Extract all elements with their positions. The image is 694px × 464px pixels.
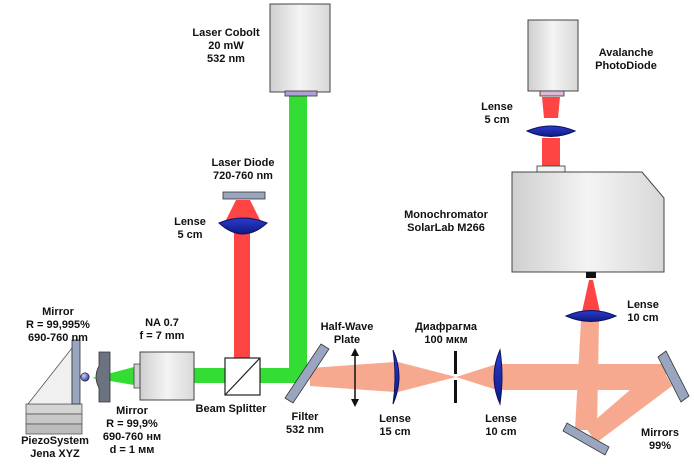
label-mirror-bottom-line-1: Mirror xyxy=(116,405,149,417)
label-lense-apd-line-2: 5 cm xyxy=(484,114,509,126)
label-na-line-2: f = 7 mm xyxy=(140,330,185,342)
salmon-beam-1 xyxy=(310,362,395,392)
cavity-mirror-curved xyxy=(95,351,111,403)
label-mirror-top-line-1: Mirror xyxy=(42,306,75,318)
piezo-stage-layer-3 xyxy=(25,423,83,435)
mono-input-slit xyxy=(536,165,566,173)
mono-output-slit xyxy=(586,272,596,278)
objective-tip xyxy=(133,363,141,389)
label-filter-line-2: 532 nm xyxy=(286,424,324,436)
diaphragm-lower xyxy=(454,380,457,403)
label-monochromator-line-1: Monochromator xyxy=(404,209,488,221)
label-lense-15-line-2: 15 cm xyxy=(379,426,410,438)
green-focus-cone xyxy=(92,367,134,385)
laser-cobolt-aperture xyxy=(284,90,318,97)
label-mirror-top-line-2: R = 99,995% xyxy=(26,319,90,331)
label-diafragma-line-1: Диафрагма xyxy=(415,321,478,333)
label-piezo-line-1: PiezoSystem xyxy=(21,435,89,447)
green-beam-vertical xyxy=(289,96,307,371)
label-filter-line-1: Filter xyxy=(292,411,320,423)
laser-diode-lens xyxy=(218,217,268,235)
filter-plate xyxy=(284,343,330,404)
label-laser-diode-line-2: 720-760 nm xyxy=(213,170,273,182)
apd-box xyxy=(527,19,579,92)
apd-aperture xyxy=(539,90,565,97)
label-lense-apd-line-1: Lense xyxy=(481,101,513,113)
label-laser-cobolt-line-1: Laser Cobolt xyxy=(192,27,260,39)
fold-mirror-bottom xyxy=(562,422,610,456)
label-avalanche-line-2: PhotoDiode xyxy=(595,60,657,72)
label-laser-cobolt-line-3: 532 nm xyxy=(207,53,245,65)
label-diafragma-line-2: 100 мкм xyxy=(424,334,467,346)
label-halfwave-line-1: Half-Wave xyxy=(321,321,374,333)
label-avalanche-line-1: Avalanche xyxy=(599,47,654,59)
label-mirror-bottom-line-2: R = 99,9% xyxy=(106,418,158,430)
label-monochromator-line-2: SolarLab M266 xyxy=(407,222,485,234)
monochromator-box xyxy=(511,171,665,273)
salmon-beam-5 xyxy=(586,364,672,443)
label-laser-cobolt-line-2: 20 mW xyxy=(208,40,244,52)
apd-lens xyxy=(525,125,577,137)
label-lense-15-line-1: Lense xyxy=(379,413,411,425)
fold-mirror-right xyxy=(657,350,690,403)
laser-cobolt-box xyxy=(269,3,331,93)
red-mono-cone xyxy=(582,280,600,312)
lens-10cm xyxy=(493,348,503,406)
salmon-beam-3 xyxy=(456,364,497,390)
label-lense-left-line-1: Lense xyxy=(174,216,206,228)
red-diode-beam xyxy=(234,230,250,358)
salmon-beam-6 xyxy=(575,320,599,430)
label-mirror-top-line-3: 690-760 nm xyxy=(28,332,88,344)
label-mirror-bottom-line-4: d = 1 мм xyxy=(110,444,155,456)
label-laser-diode-line-1: Laser Diode xyxy=(212,157,275,169)
piezo-stage-layer-1 xyxy=(25,403,83,415)
salmon-beam-2 xyxy=(398,362,456,392)
red-diode-cone xyxy=(225,200,261,222)
label-mirror-bottom-line-3: 690-760 нм xyxy=(103,431,161,443)
label-mirrors-line-2: 99% xyxy=(649,440,671,452)
laser-diode-plate xyxy=(222,191,266,200)
label-lense-mono-line-1: Lense xyxy=(627,299,659,311)
label-halfwave-line-2: Plate xyxy=(334,334,360,346)
half-wave-arrow-down xyxy=(351,399,359,407)
red-apd-beam xyxy=(542,138,560,171)
objective-body xyxy=(139,351,195,401)
label-lense-left-line-2: 5 cm xyxy=(177,229,202,241)
label-lense-10-line-1: Lense xyxy=(485,413,517,425)
label-lense-mono-line-2: 10 cm xyxy=(627,312,658,324)
label-piezo-line-2: Jena XYZ xyxy=(30,448,80,460)
lens-15cm xyxy=(392,349,400,405)
label-lense-10-line-2: 10 cm xyxy=(485,426,516,438)
red-apd-cone xyxy=(542,97,560,118)
half-wave-arrow-up xyxy=(351,348,359,356)
beam-splitter-diagonal xyxy=(224,357,261,396)
label-mirrors-line-1: Mirrors xyxy=(641,427,679,439)
piezo-stage-layer-2 xyxy=(25,413,83,425)
diaphragm-upper xyxy=(454,351,457,374)
mono-lens xyxy=(564,310,618,322)
sample-sphere xyxy=(80,372,90,382)
label-beam-splitter-line-1: Beam Splitter xyxy=(196,403,268,415)
mirror-mount-wedge xyxy=(27,346,73,405)
cavity-mirror-high-reflect xyxy=(71,339,81,405)
label-na-line-1: NA 0.7 xyxy=(145,317,179,329)
